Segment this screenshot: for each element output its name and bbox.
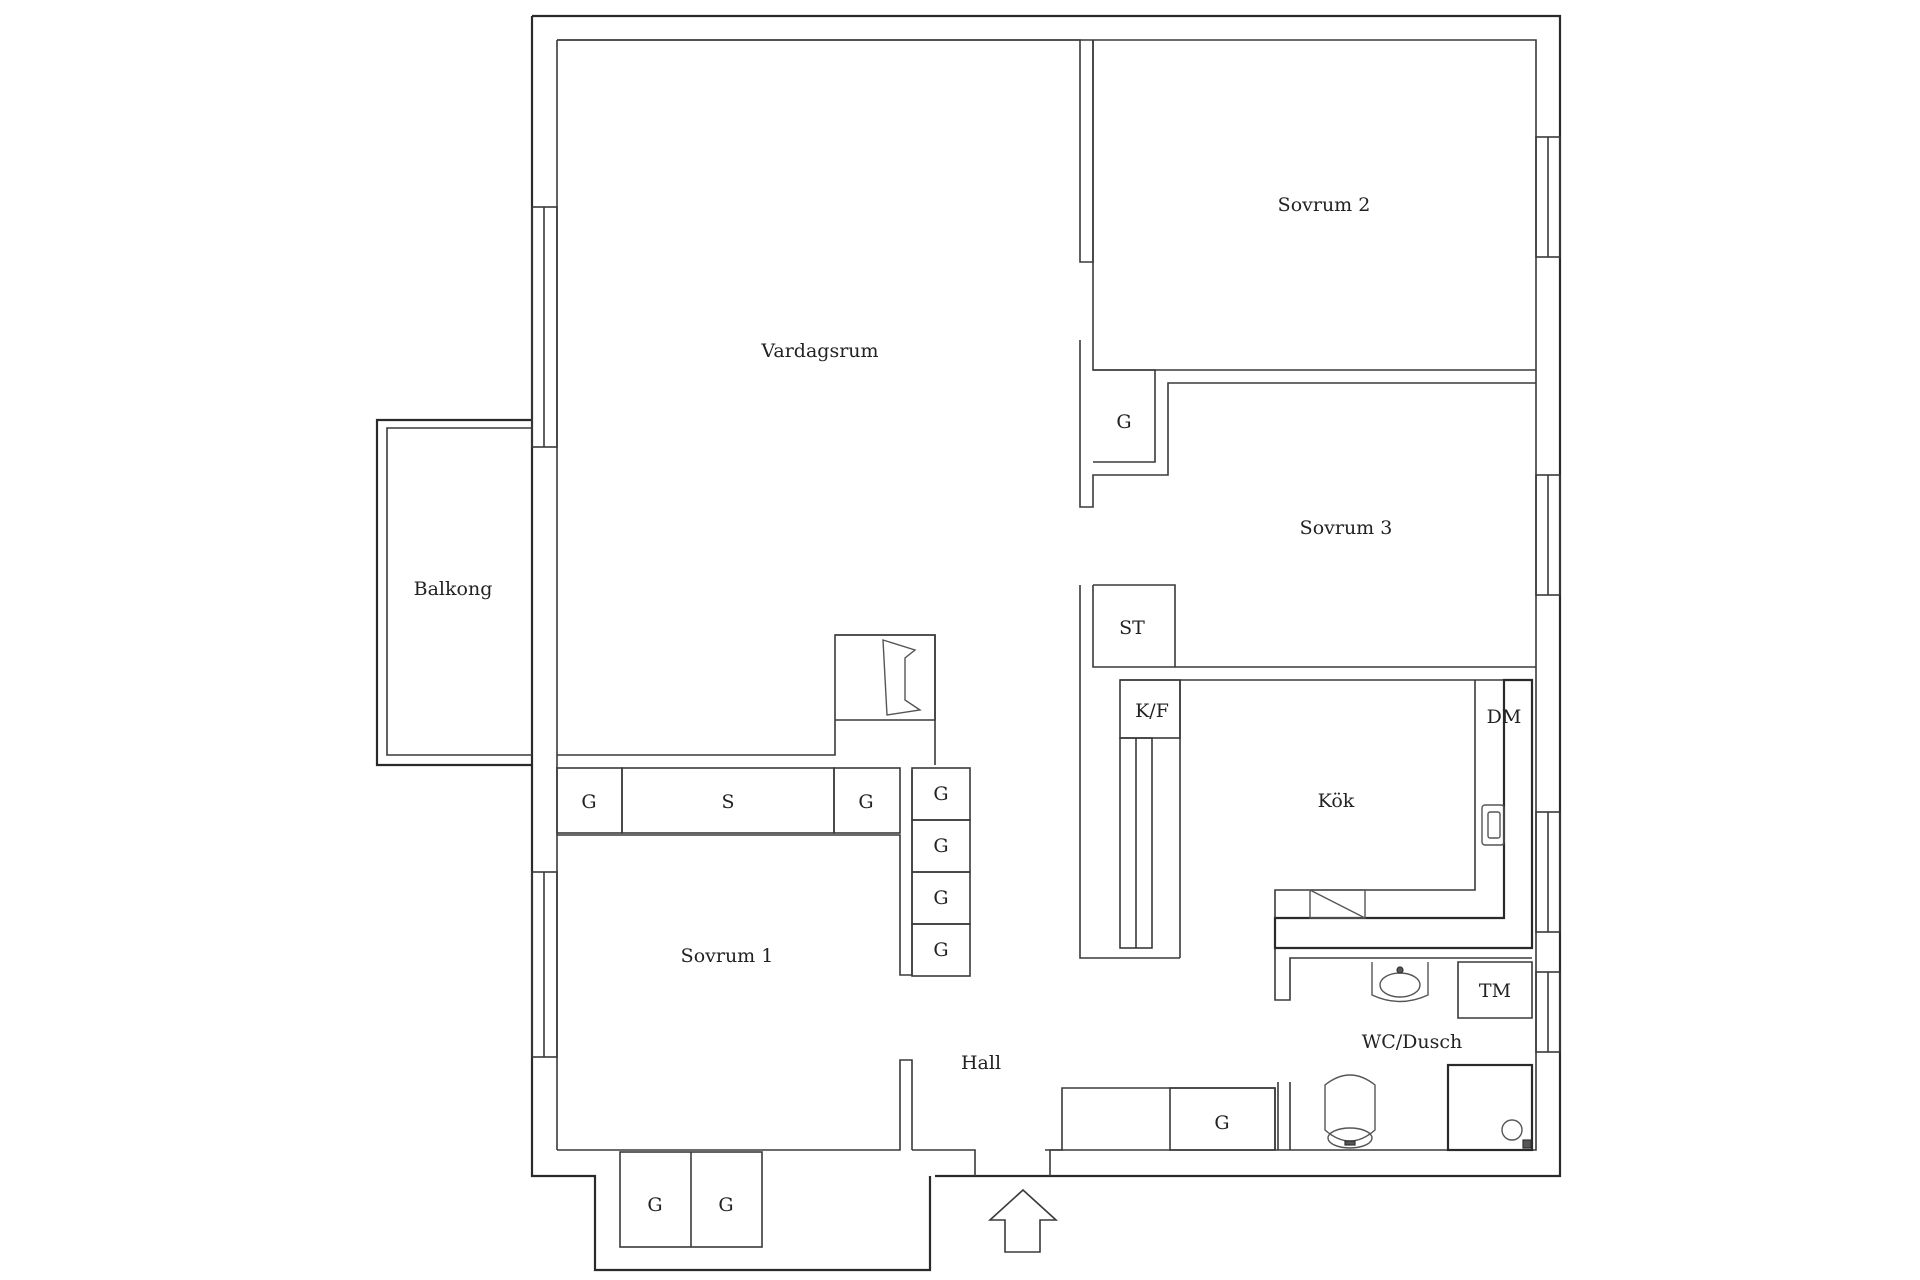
closet-label: G: [1214, 1112, 1229, 1134]
windows: [531, 136, 1561, 1058]
washing-machine-label: TM: [1479, 980, 1511, 1002]
interior-walls: [557, 39, 1536, 1176]
outer-walls: [530, 14, 1562, 1272]
closet-label: G: [933, 835, 948, 857]
closet-label: G: [647, 1194, 662, 1216]
balcony: [375, 418, 532, 767]
entrance-arrow-icon: [987, 1188, 1059, 1253]
closet-label: G: [933, 939, 948, 961]
bathroom-fixtures: [1324, 962, 1534, 1152]
room-label-wc: WC/Dusch: [1362, 1031, 1463, 1053]
closet-label: G: [581, 791, 596, 813]
storage-label: ST: [1119, 617, 1145, 639]
closet-label: G: [933, 887, 948, 909]
room-label-sovrum1: Sovrum 1: [681, 945, 774, 967]
fridge-freezer-label: K/F: [1135, 700, 1169, 722]
closet-label: G: [718, 1194, 733, 1216]
room-label-vardagsrum: Vardagsrum: [760, 340, 878, 362]
dishwasher-label: DM: [1487, 706, 1522, 728]
closet-label: G: [858, 791, 873, 813]
room-label-sovrum3: Sovrum 3: [1300, 517, 1393, 539]
kitchen-counters: [1119, 678, 1534, 950]
room-label-hall: Hall: [961, 1052, 1001, 1074]
closet-label: G: [933, 783, 948, 805]
room-label-kok: Kök: [1318, 790, 1355, 812]
room-label-sovrum2: Sovrum 2: [1278, 194, 1371, 216]
fireplace: [835, 634, 936, 721]
closet-label: G: [1116, 411, 1131, 433]
shelf-label: S: [721, 791, 734, 813]
closets: [556, 679, 1276, 1248]
room-label-balkong: Balkong: [414, 578, 493, 600]
